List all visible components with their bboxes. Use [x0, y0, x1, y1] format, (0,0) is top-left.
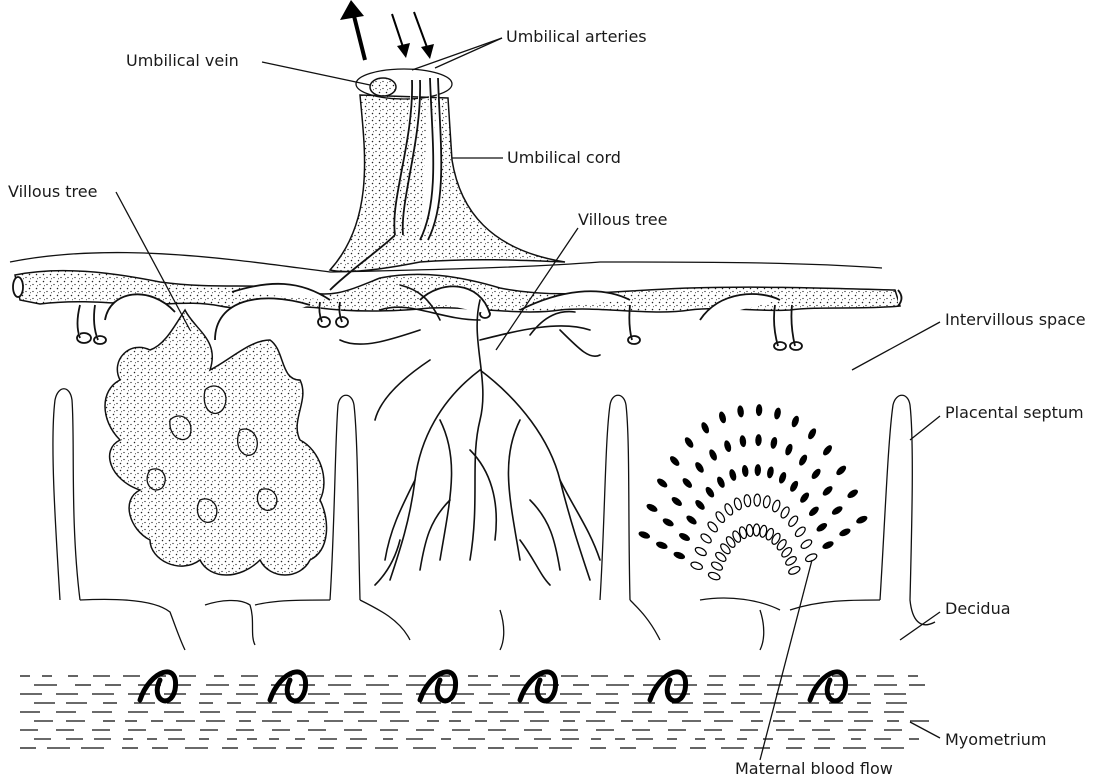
blood-flow-drop [681, 476, 694, 489]
blood-flow-drop [788, 480, 799, 494]
blood-flow-drop [784, 443, 794, 456]
blood-flow-drop [766, 466, 775, 479]
blood-flow-drop [728, 468, 737, 481]
blood-flow-drop [806, 427, 817, 441]
blood-flow-drop [670, 495, 683, 507]
blood-flow-drop [656, 477, 669, 489]
maternal-blood-flow-jets [638, 404, 869, 581]
blood-flow-drop [718, 411, 727, 424]
label-umbilical-arteries: Umbilical arteries [506, 27, 647, 46]
blood-flow-drop [706, 520, 719, 533]
blood-flow-drop [723, 440, 732, 453]
blood-flow-drop [755, 434, 762, 446]
blood-flow-drop [754, 494, 761, 506]
blood-flow-drop [821, 484, 834, 497]
blood-flow-drop [683, 436, 695, 450]
blood-flow-drop [838, 527, 852, 538]
label-villous-tree-left: Villous tree [8, 182, 97, 201]
cord-flow-arrows [340, 0, 434, 60]
blood-flow-drop [821, 444, 833, 457]
umbilical-cord [330, 95, 565, 271]
label-villous-tree-right: Villous tree [578, 210, 667, 229]
blood-flow-drop [773, 407, 782, 420]
blood-flow-drop [655, 540, 668, 550]
blood-flow-drop [707, 571, 720, 581]
blood-flow-drop [690, 561, 703, 571]
blood-flow-drop [685, 514, 698, 526]
blood-flow-drop [708, 448, 719, 462]
label-intervillous-space: Intervillous space [945, 310, 1086, 329]
blood-flow-drop [700, 421, 711, 435]
blood-flow-drop [668, 454, 681, 467]
blood-flow-drop [673, 550, 686, 560]
blood-flow-drop [815, 521, 829, 533]
blood-flow-drop [693, 461, 705, 475]
blood-flow-drop [704, 485, 716, 499]
blood-flow-drop [638, 530, 651, 540]
umbilical-vein-opening [370, 78, 396, 96]
blood-flow-drop [810, 467, 822, 480]
blood-flow-drop [645, 502, 659, 513]
blood-flow-drop [835, 464, 848, 477]
villous-tree-branching [340, 285, 600, 585]
blood-flow-drop [788, 565, 802, 576]
blood-flow-drop [830, 504, 844, 516]
blood-flow-drop [733, 497, 742, 510]
blood-flow-drop [807, 505, 820, 518]
blood-flow-drop [787, 515, 799, 528]
blood-flow-drop [678, 531, 692, 542]
blood-flow-drop [710, 560, 724, 571]
blood-flow-drop [715, 475, 726, 489]
blood-flow-drop [855, 514, 869, 525]
blood-flow-drop [743, 494, 751, 507]
blood-flow-drop [661, 517, 675, 528]
label-maternal-blood-flow: Maternal blood flow [735, 759, 893, 778]
blood-flow-drop [800, 538, 814, 550]
blood-flow-drop [754, 464, 761, 476]
blood-flow-drop [741, 465, 749, 478]
villous-tree-stippled [105, 310, 327, 575]
label-placental-septum: Placental septum [945, 403, 1084, 422]
blood-flow-drop [714, 510, 726, 524]
blood-flow-drop [694, 546, 708, 557]
blood-flow-drop [763, 495, 772, 508]
label-umbilical-cord: Umbilical cord [507, 148, 621, 167]
blood-flow-drop [798, 491, 810, 504]
blood-flow-drop [699, 532, 712, 544]
blood-flow-drop [723, 503, 734, 517]
label-decidua: Decidua [945, 599, 1011, 618]
blood-flow-drop [846, 488, 860, 500]
blood-flow-drop [753, 524, 760, 536]
blood-flow-drop [770, 436, 779, 449]
blood-flow-drop [756, 404, 763, 416]
blood-flow-drop [694, 498, 707, 511]
blood-flow-drop [778, 471, 788, 484]
blood-flow-drop [790, 415, 800, 428]
blood-flow-drop [821, 540, 835, 551]
blood-flow-drop [794, 525, 807, 538]
blood-flow-drop [739, 435, 747, 448]
label-umbilical-vein: Umbilical vein [126, 51, 239, 70]
blood-flow-drop [771, 499, 781, 512]
blood-flow-drop [737, 405, 745, 418]
label-myometrium: Myometrium [945, 730, 1047, 749]
blood-flow-drop [797, 453, 808, 467]
blood-flow-drop [779, 506, 790, 520]
